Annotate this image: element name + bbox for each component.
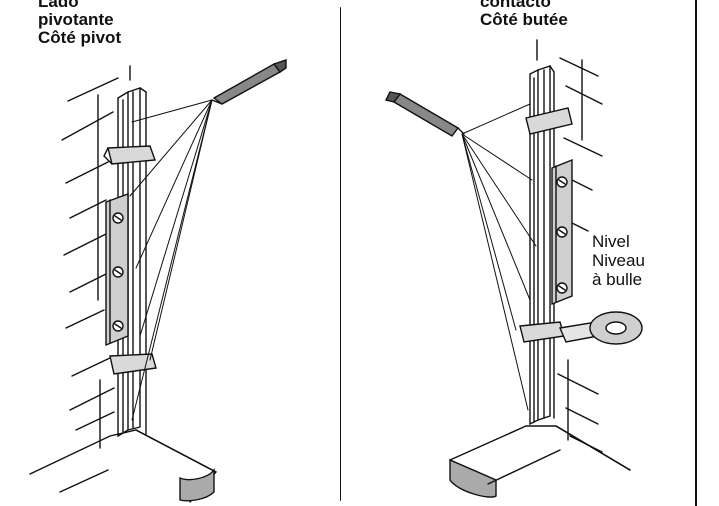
wall-lines-left <box>61 65 131 449</box>
clamp-top-left <box>103 145 156 165</box>
threshold-left <box>29 429 218 503</box>
pivot-side-label-line3: Côté pivot <box>38 28 122 47</box>
level-label: Nivel Niveau à bulle <box>592 232 645 289</box>
threshold-right <box>449 425 631 498</box>
level-bar-left <box>105 193 129 347</box>
pivot-side-illustration <box>29 59 287 503</box>
clamp-top-right <box>525 107 573 135</box>
stop-side-illustration <box>340 0 697 506</box>
stop-side-label-line2: Côté butée <box>480 10 568 29</box>
stop-side-panel: contacto Côté butée Nivel Niveau à bulle <box>340 0 719 506</box>
pencil-right <box>384 91 465 137</box>
stop-side-label: contacto Côté butée <box>480 0 568 29</box>
level-label-line1: Nivel <box>592 232 630 251</box>
pivot-side-label-line2: pivotante <box>38 10 114 29</box>
wall-lines-right <box>536 39 603 453</box>
ring-bracket <box>559 311 643 345</box>
pivot-side-panel: Lado pivotante Côté pivot <box>0 0 340 506</box>
pencil-left <box>211 59 287 105</box>
plumb-lines-left <box>129 99 213 421</box>
pivot-side-label: Lado pivotante Côté pivot <box>38 0 121 47</box>
level-bar-right <box>551 158 573 306</box>
pivot-side-label-line1: Lado <box>38 0 79 11</box>
level-label-line3: à bulle <box>592 270 643 289</box>
level-label-line2: Niveau <box>592 251 645 270</box>
plumb-lines-right <box>461 103 537 411</box>
clamp-bottom-left <box>109 353 157 375</box>
clamp-bottom-right <box>519 321 565 343</box>
stop-side-label-line1: contacto <box>480 0 551 11</box>
